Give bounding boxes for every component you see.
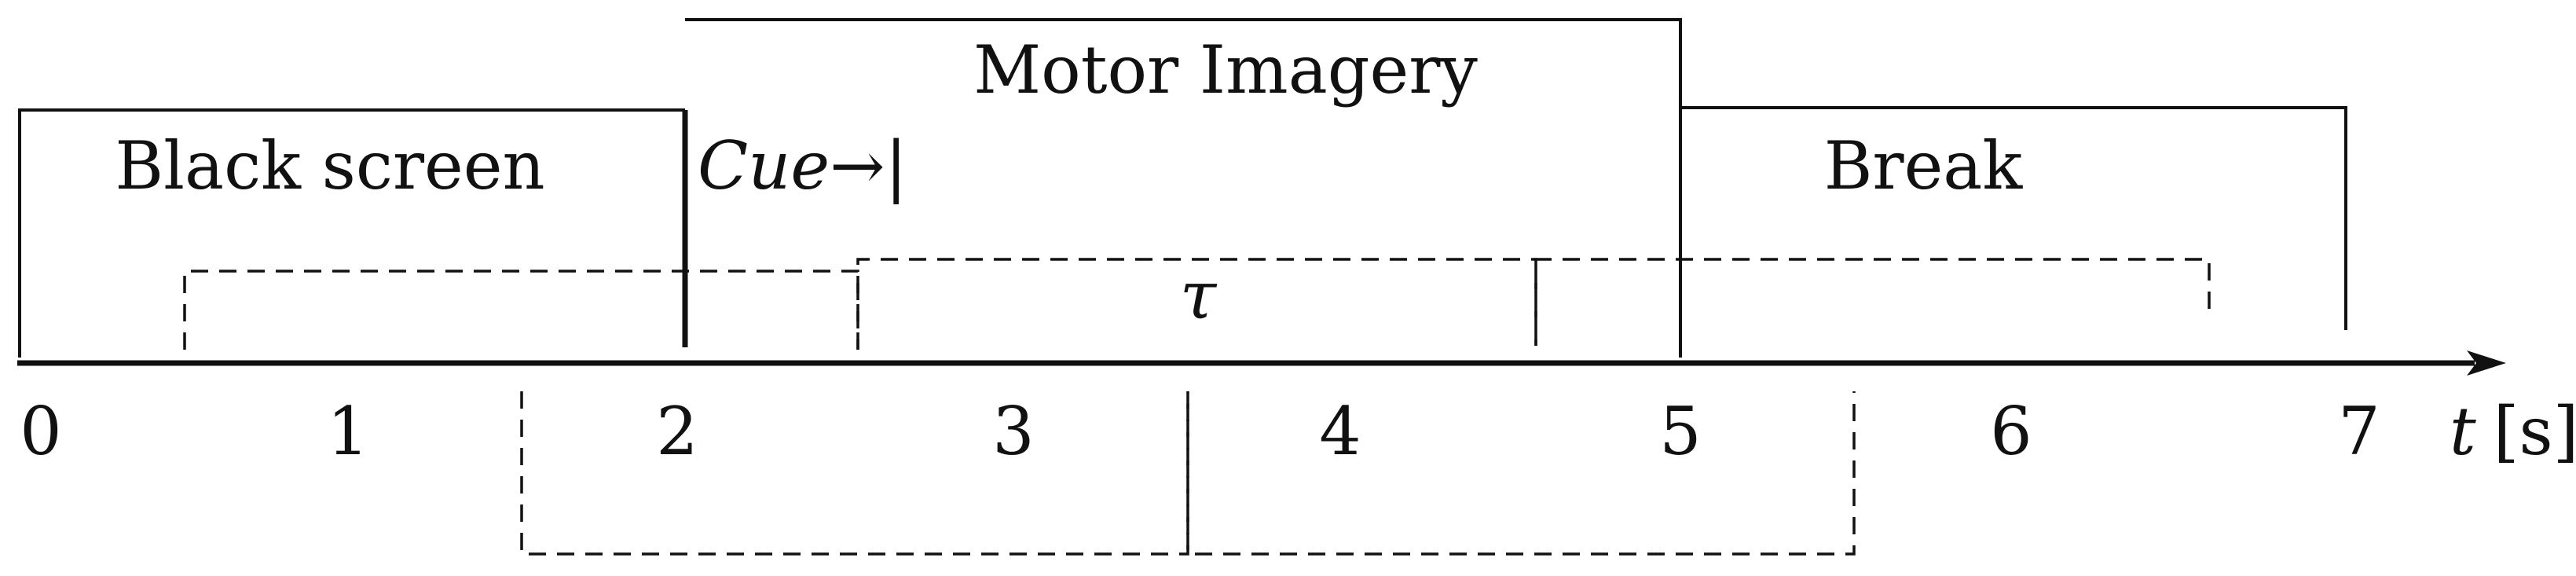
axis-title: t[s] [2450,393,2576,470]
tick-label-5: 5 [1659,393,1701,470]
tick-label-3: 3 [992,393,1034,470]
window-5-dashed [1534,258,2211,346]
window-2-dashed [520,391,1189,556]
tick-label-0: 0 [20,393,61,470]
black-screen-phase-box [18,108,685,358]
tick-label-4: 4 [1319,393,1361,470]
black-screen-label: Black screen [115,127,544,204]
time-axis-arrowhead [2467,350,2506,376]
tau-label: τ [1180,257,1218,334]
window-1-dashed [183,270,859,350]
cue-label: Cue→| [698,127,907,204]
tick-label-6: 6 [1990,393,2032,470]
motor-imagery-label: Motor Imagery [973,31,1478,108]
tick-label-7: 7 [2338,393,2380,470]
break-label: Break [1824,127,2024,204]
break-phase-box [1680,106,2347,330]
tick-label-2: 2 [656,393,698,470]
motor-imagery-phase-box [685,18,1682,358]
window-3-dashed [856,258,1537,350]
tick-label-1: 1 [327,393,368,470]
window-4-dashed [1186,391,1856,556]
